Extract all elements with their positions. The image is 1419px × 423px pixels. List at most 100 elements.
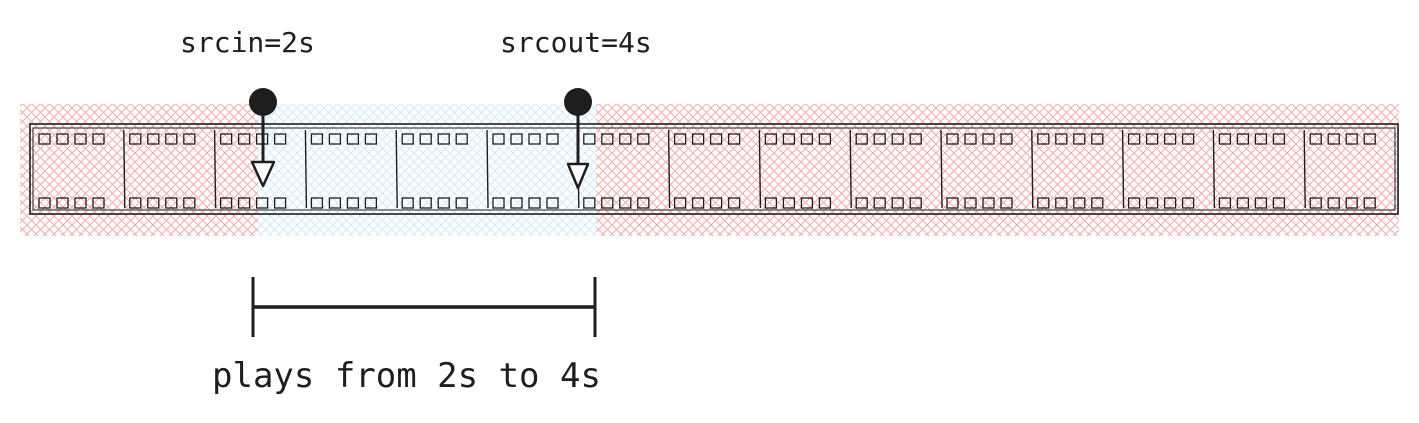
- sprocket-hole: [528, 133, 541, 145]
- sprocket-hole: [855, 197, 868, 209]
- sprocket-hole: [1309, 197, 1322, 209]
- sprocket-hole: [946, 133, 959, 145]
- frame-divider: [486, 129, 489, 209]
- sprocket-hole: [818, 197, 832, 209]
- sprocket-hole: [891, 133, 904, 145]
- srcout-marker: [564, 88, 592, 190]
- sprocket-hole: [637, 133, 650, 145]
- sprocket-hole: [147, 197, 160, 209]
- sprocket-hole: [1091, 197, 1104, 209]
- sprocket-hole: [873, 197, 886, 209]
- sprocket-hole: [982, 133, 995, 145]
- sprocket-hole: [709, 197, 723, 209]
- sprocket-hole: [74, 197, 87, 209]
- sprocket-hole: [1163, 133, 1177, 145]
- sprocket-hole: [1345, 133, 1358, 145]
- srcout-label: srcout=4s: [500, 26, 652, 59]
- sprocket-hole: [147, 133, 160, 145]
- sprocket-hole: [1073, 133, 1086, 145]
- sprocket-hole: [691, 197, 705, 209]
- srcout-arrowhead-icon: [566, 162, 590, 190]
- sprocket-hole: [1145, 133, 1159, 145]
- sprocket-hole: [1327, 197, 1340, 209]
- sprocket-hole: [237, 197, 251, 209]
- frame-divider: [304, 129, 308, 209]
- sprocket-hole: [1218, 133, 1232, 145]
- sprocket-hole: [364, 197, 378, 209]
- sprocket-hole: [782, 133, 796, 145]
- sprocket-hole: [1309, 133, 1322, 145]
- sprocket-hole: [709, 133, 723, 145]
- sprocket-hole: [800, 133, 814, 145]
- sprocket-hole: [1055, 133, 1068, 145]
- sprocket-hole: [1272, 133, 1286, 145]
- sprocket-hole: [673, 197, 687, 209]
- sprocket-hole: [1363, 133, 1376, 145]
- sprocket-hole: [346, 133, 360, 145]
- sprocket-hole: [818, 133, 832, 145]
- sprocket-hole: [1000, 197, 1013, 209]
- sprocket-hole: [38, 197, 51, 209]
- sprocket-hole: [873, 133, 886, 145]
- sprocket-hole: [328, 197, 342, 209]
- frame-divider: [1121, 129, 1125, 209]
- sprocket-hole: [1127, 197, 1141, 209]
- sprocket-hole: [1181, 197, 1195, 209]
- sprocket-hole: [129, 133, 142, 145]
- sprocket-hole: [1236, 133, 1250, 145]
- frame-divider: [1303, 129, 1306, 209]
- sprocket-hole: [982, 197, 995, 209]
- sprocket-holes: [38, 133, 1376, 209]
- sprocket-hole: [583, 197, 596, 209]
- sprocket-hole: [401, 197, 414, 209]
- sprocket-hole: [56, 197, 69, 209]
- sprocket-hole: [92, 197, 105, 209]
- sprocket-hole: [1345, 197, 1358, 209]
- sprocket-hole: [546, 133, 559, 145]
- sprocket-hole: [691, 133, 705, 145]
- sprocket-hole: [364, 133, 378, 145]
- frame-divider: [123, 129, 126, 209]
- frame-divider: [213, 129, 217, 209]
- range-label: plays from 2s to 4s: [212, 356, 601, 396]
- sprocket-hole: [237, 133, 251, 145]
- sprocket-hole: [946, 197, 959, 209]
- frame-divider: [849, 129, 852, 209]
- sprocket-hole: [183, 133, 196, 145]
- sprocket-hole: [1181, 133, 1195, 145]
- range-bracket: [251, 277, 597, 337]
- sprocket-hole: [437, 133, 450, 145]
- sprocket-hole: [528, 197, 541, 209]
- sprocket-hole: [1254, 133, 1268, 145]
- sprocket-hole: [165, 197, 178, 209]
- sprocket-hole: [56, 133, 69, 145]
- sprocket-hole: [1037, 133, 1050, 145]
- frame-divider: [395, 129, 398, 209]
- sprocket-hole: [1127, 133, 1141, 145]
- sprocket-hole: [673, 133, 687, 145]
- sprocket-hole: [601, 197, 614, 209]
- sprocket-hole: [1254, 197, 1268, 209]
- sprocket-hole: [764, 133, 778, 145]
- sprocket-hole: [891, 197, 904, 209]
- sprocket-hole: [1000, 133, 1013, 145]
- film-strip-outer: [29, 123, 1399, 215]
- sprocket-hole: [1163, 197, 1177, 209]
- sprocket-hole: [74, 133, 87, 145]
- frame-divider: [1212, 129, 1216, 209]
- sprocket-hole: [455, 197, 468, 209]
- sprocket-hole: [1218, 197, 1232, 209]
- sprocket-hole: [401, 133, 414, 145]
- sprocket-hole: [964, 197, 977, 209]
- sprocket-hole: [1145, 197, 1159, 209]
- frame-divider: [758, 129, 762, 209]
- sprocket-hole: [727, 133, 741, 145]
- sprocket-hole: [129, 197, 142, 209]
- sprocket-hole: [1327, 133, 1340, 145]
- frame-divider: [1031, 129, 1034, 209]
- sprocket-hole: [619, 133, 632, 145]
- sprocket-hole: [964, 133, 977, 145]
- sprocket-hole: [546, 197, 559, 209]
